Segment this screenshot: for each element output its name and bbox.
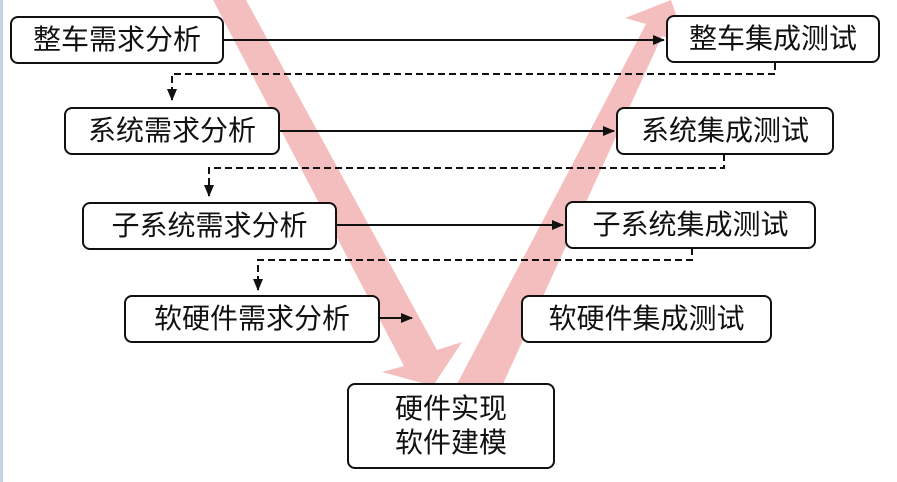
vehicle-requirements-label: 整车需求分析 <box>32 23 201 56</box>
system-requirements-label: 系统需求分析 <box>87 114 256 147</box>
implementation-box: 硬件实现 软件建模 <box>347 383 555 469</box>
implementation-line1: 硬件实现 <box>394 392 507 426</box>
hwsw-integration-test-box: 软硬件集成测试 <box>521 295 772 343</box>
dashed-arrow-vehicle-test-to-system-req <box>167 63 776 101</box>
system-integration-test-label: 系统集成测试 <box>640 114 809 147</box>
window-left-edge <box>0 0 3 482</box>
implementation-line2: 软件建模 <box>394 426 507 459</box>
vehicle-requirements-box: 整车需求分析 <box>10 16 224 64</box>
v-band-left-arrow <box>213 0 462 386</box>
subsystem-requirements-label: 子系统需求分析 <box>111 209 308 242</box>
vehicle-integration-test-label: 整车集成测试 <box>688 22 857 55</box>
vehicle-integration-test-box: 整车集成测试 <box>666 15 880 63</box>
hwsw-requirements-label: 软硬件需求分析 <box>153 302 350 335</box>
system-requirements-box: 系统需求分析 <box>64 107 280 155</box>
dashed-arrow-subsystem-test-to-hwsw-req <box>253 248 693 291</box>
system-integration-test-box: 系统集成测试 <box>616 107 834 155</box>
v-band-right-arrow <box>456 0 686 386</box>
subsystem-requirements-box: 子系统需求分析 <box>82 202 337 250</box>
hwsw-requirements-box: 软硬件需求分析 <box>124 295 380 343</box>
subsystem-integration-test-box: 子系统集成测试 <box>565 201 816 249</box>
dashed-arrow-system-test-to-subsystem-req <box>204 154 725 197</box>
hwsw-integration-test-label: 软硬件集成测试 <box>548 302 745 335</box>
subsystem-integration-test-label: 子系统集成测试 <box>592 208 789 241</box>
